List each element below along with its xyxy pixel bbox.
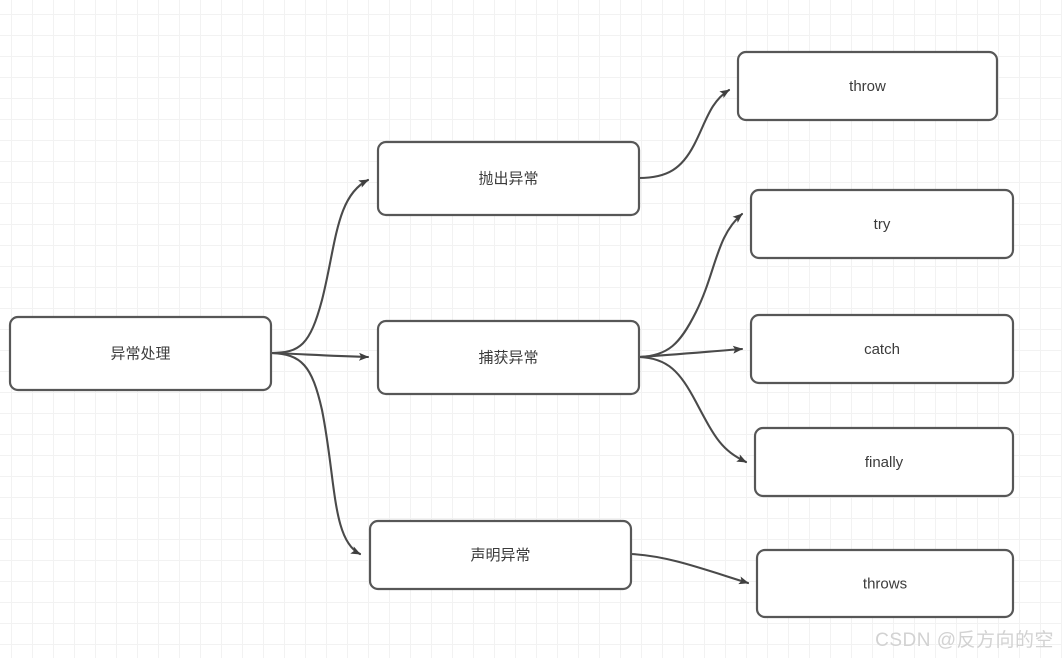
node-label-declare: 声明异常 bbox=[470, 546, 530, 564]
node-label-try: try bbox=[874, 216, 891, 233]
node-label-throws: throws bbox=[863, 575, 907, 592]
edge-throwex-to-throw bbox=[637, 88, 731, 180]
node-box-throw[interactable] bbox=[736, 50, 999, 122]
watermark-text: CSDN @反方向的空 bbox=[875, 630, 1054, 651]
node-label-catch: catch bbox=[864, 341, 900, 358]
node-root[interactable]: 异常处理 bbox=[8, 315, 273, 392]
node-throwex[interactable]: 抛出异常 bbox=[376, 140, 641, 217]
node-box-declare[interactable] bbox=[368, 519, 633, 591]
node-finally[interactable]: finally bbox=[753, 426, 1015, 498]
node-box-catchex[interactable] bbox=[376, 319, 641, 396]
node-label-throw: throw bbox=[849, 78, 886, 95]
node-label-finally: finally bbox=[865, 454, 904, 471]
node-label-throwex: 抛出异常 bbox=[478, 170, 538, 187]
edge-catchex-to-try bbox=[637, 212, 744, 359]
edge-catchex-to-catch bbox=[637, 345, 744, 359]
node-box-try[interactable] bbox=[749, 188, 1015, 260]
node-label-root: 异常处理 bbox=[110, 345, 170, 362]
edges-layer bbox=[269, 88, 750, 585]
node-box-throws[interactable] bbox=[755, 548, 1015, 619]
node-try[interactable]: try bbox=[749, 188, 1015, 260]
edge-root-to-declare bbox=[269, 351, 362, 556]
node-throws[interactable]: throws bbox=[755, 548, 1015, 619]
node-catchex[interactable]: 捕获异常 bbox=[376, 319, 641, 396]
edge-declare-to-throws bbox=[629, 552, 750, 585]
node-throw[interactable]: throw bbox=[736, 50, 999, 122]
node-box-finally[interactable] bbox=[753, 426, 1015, 498]
edge-root-to-throwex bbox=[269, 178, 370, 355]
node-box-throwex[interactable] bbox=[376, 140, 641, 217]
node-label-catchex: 捕获异常 bbox=[478, 349, 538, 366]
node-box-catch[interactable] bbox=[749, 313, 1015, 385]
node-box-root[interactable] bbox=[8, 315, 273, 392]
edge-catchex-to-finally bbox=[637, 355, 748, 464]
node-declare[interactable]: 声明异常 bbox=[368, 519, 633, 591]
node-catch[interactable]: catch bbox=[749, 313, 1015, 385]
